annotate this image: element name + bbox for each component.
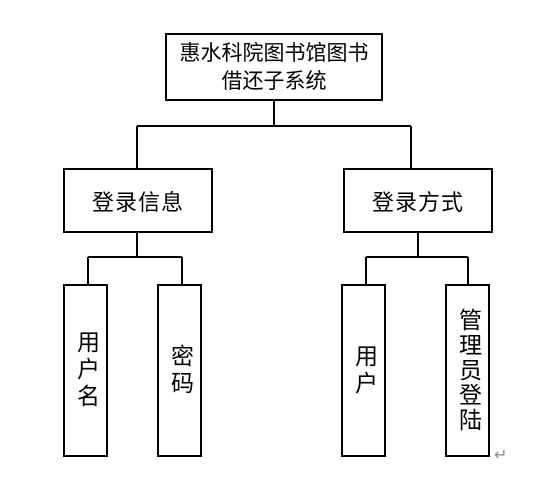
password-node: 密码 bbox=[157, 284, 202, 457]
admin-login-node: 管理员登陆 bbox=[445, 284, 490, 457]
login-info-node: 登录信息 bbox=[63, 168, 213, 233]
login-info-label: 登录信息 bbox=[91, 190, 184, 216]
user-label: 用户 bbox=[350, 343, 377, 398]
login-method-node: 登录方式 bbox=[343, 168, 493, 233]
return-arrow-icon: ↵ bbox=[494, 445, 508, 464]
root-node: 惠水科院图书馆图书借还子系统 bbox=[165, 33, 383, 101]
username-label: 用户名 bbox=[72, 330, 99, 411]
user-node: 用户 bbox=[341, 284, 386, 457]
admin-login-label: 管理员登陆 bbox=[454, 308, 481, 433]
root-node-label: 惠水科院图书馆图书借还子系统 bbox=[179, 41, 369, 93]
username-node: 用户名 bbox=[63, 284, 108, 457]
password-label: 密码 bbox=[166, 343, 193, 398]
login-method-label: 登录方式 bbox=[371, 190, 464, 216]
